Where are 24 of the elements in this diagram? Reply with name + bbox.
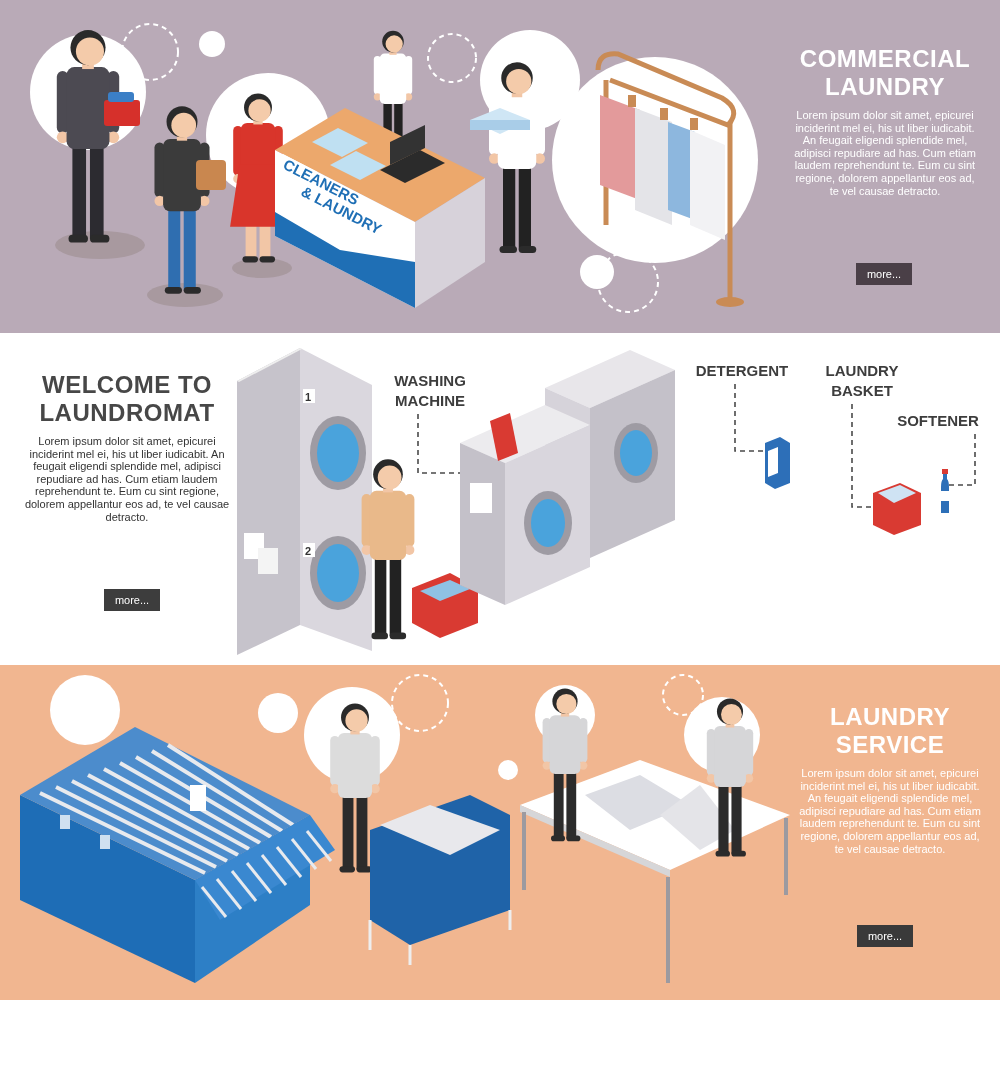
callout-label: LAUNDRY BASKET	[812, 361, 912, 401]
more-button: more...	[104, 589, 160, 611]
body-text: Lorem ipsum dolor sit amet, epicurei inciderint mel ei, his ut liber iudicabit. An feugait eligendi splendide mel, adipisci repudiare ad has. Cum etiam laudem reprehendunt te. Eum cu sint regione, dolorem appellantur eos ad, te vel causae detracto.	[23, 435, 231, 524]
detergent-box	[765, 437, 790, 489]
body-text: Lorem ipsum dolor sit amet, epicurei inciderint mel ei, his ut liber iudicabit. An feugait eligendi splendide mel, adipisci repudiare ad has. Cum etiam laudem reprehendunt te. Eum cu sint regione, dolorem appellantur eos ad, te vel causae detracto.	[798, 767, 982, 856]
leader-line	[948, 433, 976, 486]
callout-label: SOFTENER	[886, 411, 990, 431]
printed-text: 2	[305, 545, 312, 557]
more-button: more...	[856, 263, 912, 285]
banner-panel	[0, 665, 1000, 1000]
more-button: more...	[857, 925, 913, 947]
leader-line	[734, 383, 766, 452]
leader-line	[417, 413, 461, 474]
body-text: Lorem ipsum dolor sit amet, epicurei inciderint mel ei, his ut liber iudicabit. An feugait eligendi splendide mel, adipisci repudiare ad has. Cum etiam laudem reprehendunt te. Eum cu sint regione, dolorem appellantur eos ad, te vel causae detracto.	[793, 109, 977, 198]
printed-text: 1	[305, 391, 312, 403]
heading: LAUNDRY SERVICE	[829, 703, 951, 759]
laundry-basket	[873, 483, 921, 535]
callout-label: DETERGENT	[686, 361, 798, 381]
heading: COMMERCIAL LAUNDRY	[798, 45, 972, 101]
callout-label: WASHING MACHINE	[382, 371, 478, 411]
softener-bottle	[941, 469, 949, 513]
heading: WELCOME TO LAUNDROMAT	[38, 371, 216, 427]
leader-line	[851, 403, 874, 508]
banner-panel	[0, 0, 1000, 333]
